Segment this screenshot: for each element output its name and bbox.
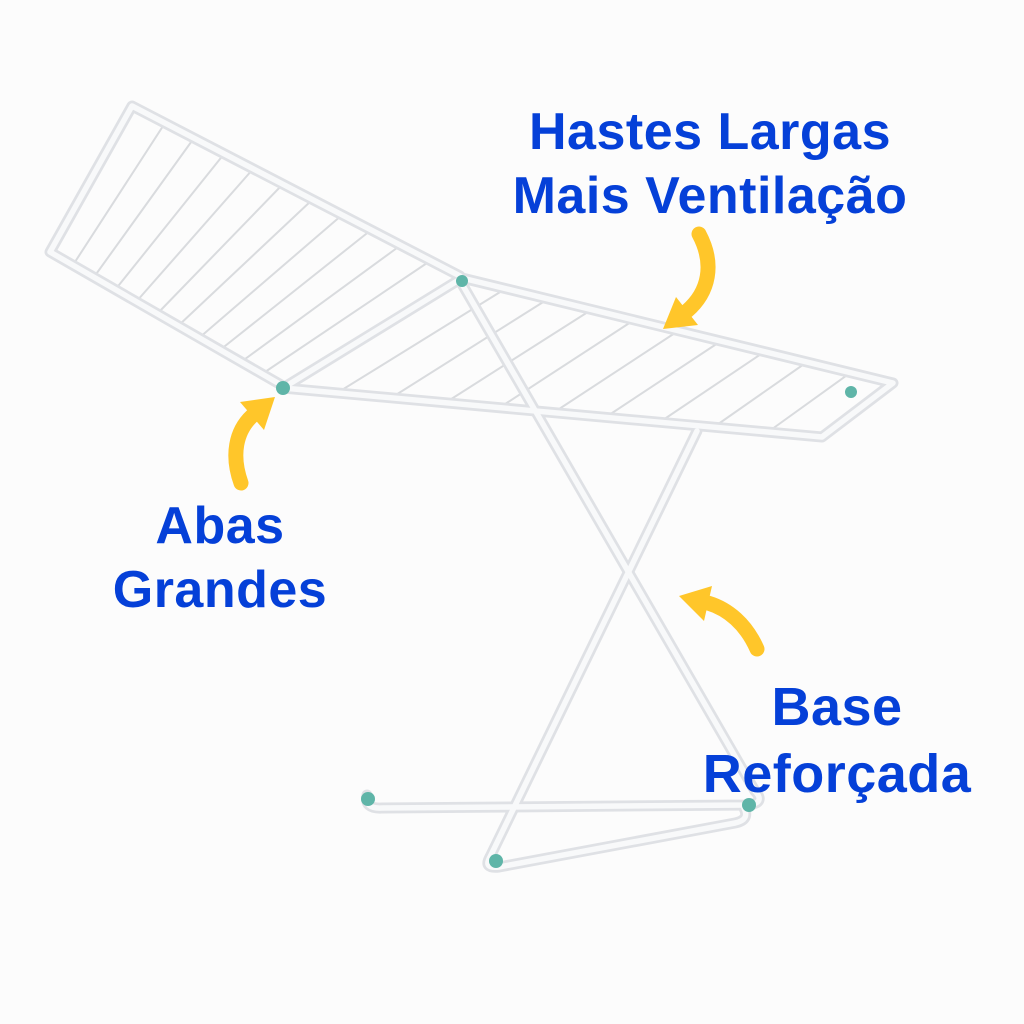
- wire: [198, 214, 343, 339]
- arrow-base-icon: [679, 586, 765, 657]
- hinge-cap: [276, 381, 290, 395]
- wire: [498, 319, 635, 409]
- wire: [93, 137, 195, 278]
- arrow-head: [240, 397, 275, 430]
- label-line-2: Mais Ventilação: [512, 167, 908, 226]
- hinge-cap: [456, 275, 468, 287]
- wire: [713, 361, 808, 428]
- wire: [552, 330, 679, 414]
- label-line-2: Reforçada: [702, 743, 972, 804]
- label-line-2: Grandes: [112, 561, 328, 620]
- arrow-head: [679, 586, 712, 621]
- label-base-reforcada: Base Reforçada: [650, 674, 1024, 808]
- wire: [219, 229, 372, 351]
- wire: [114, 153, 225, 291]
- hinge-cap: [845, 386, 857, 398]
- wire: [390, 298, 549, 399]
- rack-end-caps: [276, 275, 857, 868]
- foot-cap: [361, 792, 375, 806]
- left-wing-frame: [50, 106, 460, 386]
- label-hastes-largas: Hastes Largas Mais Ventilação: [440, 100, 980, 229]
- wire: [659, 351, 765, 423]
- wire: [177, 199, 313, 327]
- wire: [240, 244, 402, 363]
- arrow-head: [663, 297, 698, 329]
- foot-cap: [489, 854, 503, 868]
- arrow-abas-icon: [228, 397, 275, 491]
- label-abas-grandes: Abas Grandes: [40, 494, 400, 623]
- wire: [156, 183, 284, 315]
- wire: [72, 122, 166, 266]
- label-line-1: Abas: [155, 497, 285, 555]
- back-base-bar: [488, 808, 746, 867]
- wire: [444, 309, 592, 404]
- arrow-hastes-icon: [663, 226, 716, 329]
- wire: [767, 372, 851, 433]
- foot-cap: [742, 798, 756, 812]
- wire: [261, 260, 431, 375]
- label-line-1: Hastes Largas: [528, 103, 892, 161]
- label-line-1: Base: [771, 677, 903, 737]
- wire: [605, 340, 722, 418]
- arrow-curve: [228, 408, 260, 491]
- wire: [135, 168, 254, 303]
- arrow-curve: [679, 226, 716, 319]
- arrow-curve: [700, 595, 765, 657]
